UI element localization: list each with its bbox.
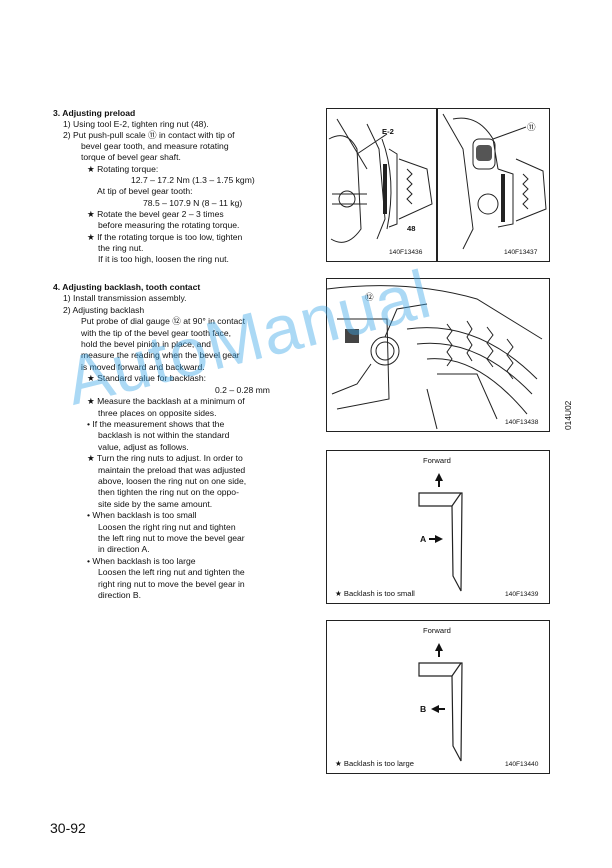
label-scale: ⑪ bbox=[527, 122, 536, 132]
note-line: ★ Rotate the bevel gear 2 – 3 times bbox=[87, 209, 224, 219]
label-gauge: ⑫ bbox=[365, 292, 374, 302]
gear-illustration-icon bbox=[326, 285, 543, 430]
step-line: is moved forward and backward. bbox=[81, 362, 205, 372]
bullet-line: the left ring nut to move the bevel gear bbox=[98, 533, 245, 543]
note-line: ★ Rotating torque: bbox=[87, 164, 159, 174]
bullet-line: backlash is not within the standard bbox=[98, 430, 230, 440]
step-line: measure the reading when the bevel gear bbox=[81, 350, 240, 360]
figure-code: 140F13436 bbox=[389, 249, 423, 256]
figure-code: 140F13438 bbox=[505, 419, 539, 426]
note-line: the ring nut. bbox=[98, 243, 144, 253]
figure-backlash-large: Forward B ★ Backlash is too large 140F13… bbox=[326, 620, 550, 774]
note-line: above, loosen the ring nut on one side, bbox=[98, 476, 247, 486]
figure-dial-gauge: ⑫ 140F13438 bbox=[326, 278, 550, 432]
value-line: 12.7 – 17.2 Nm (1.3 – 1.75 kgm) bbox=[131, 175, 255, 185]
figure-caption: ★ Backlash is too small bbox=[335, 589, 415, 598]
section-3-heading: 3. Adjusting preload bbox=[53, 108, 136, 118]
bullet-line: value, adjust as follows. bbox=[98, 442, 189, 452]
bullet-line: right ring nut to move the bevel gear in bbox=[98, 579, 245, 589]
figure-code: 140F13437 bbox=[504, 249, 538, 256]
note-line: maintain the preload that was adjusted bbox=[98, 465, 246, 475]
bullet-line: • If the measurement shows that the bbox=[87, 419, 225, 429]
note-line: ★ If the rotating torque is too low, tig… bbox=[87, 232, 243, 242]
note-line: At tip of bevel gear tooth: bbox=[97, 186, 193, 196]
note-line: ★ Turn the ring nuts to adjust. In order… bbox=[87, 453, 243, 463]
section-4-heading: 4. Adjusting backlash, tooth contact bbox=[53, 282, 201, 292]
note-line: If it is too high, loosen the ring nut. bbox=[98, 254, 229, 264]
figure-code: 140F13440 bbox=[505, 761, 539, 768]
bevel-gear-diagram-icon bbox=[418, 473, 463, 592]
value-line: 0.2 – 0.28 mm bbox=[215, 385, 270, 395]
figure-caption: ★ Backlash is too large bbox=[335, 759, 414, 768]
direction-label: B bbox=[420, 704, 427, 714]
note-line: ★ Standard value for backlash: bbox=[87, 373, 207, 383]
bullet-line: Loosen the right ring nut and tighten bbox=[98, 522, 236, 532]
bullet-line: direction B. bbox=[98, 590, 141, 600]
step-line: hold the bevel pinion in place, and bbox=[81, 339, 211, 349]
note-line: three places on opposite sides. bbox=[98, 408, 217, 418]
forward-label: Forward bbox=[423, 626, 451, 635]
step-line: Put probe of dial gauge ⑫ at 90° in cont… bbox=[81, 316, 245, 326]
step-line: 2) Put push-pull scale ⑪ in contact with… bbox=[63, 130, 235, 140]
step-line: torque of bevel gear shaft. bbox=[81, 152, 181, 162]
figure-preload-tool: E-2 48 140F13436 bbox=[326, 108, 437, 262]
value-line: 78.5 – 107.9 N (8 – 11 kg) bbox=[143, 198, 243, 208]
bullet-line: Loosen the left ring nut and tighten the bbox=[98, 567, 245, 577]
gear-illustration-icon bbox=[328, 118, 433, 243]
step-line: with the tip of the bevel gear tooth fac… bbox=[81, 328, 232, 338]
label-tool: E-2 bbox=[382, 127, 394, 136]
figure-code: 140F13439 bbox=[505, 591, 539, 598]
figure-backlash-small: Forward A ★ Backlash is too small 140F13… bbox=[326, 450, 550, 604]
forward-label: Forward bbox=[423, 456, 451, 465]
bullet-line: in direction A. bbox=[98, 544, 150, 554]
side-code: 014U02 bbox=[563, 400, 573, 430]
figure-push-pull-scale: ⑪ 140F13437 bbox=[437, 108, 550, 262]
page-number: 30-92 bbox=[50, 820, 86, 836]
step-line: 2) Adjusting backlash bbox=[63, 305, 145, 315]
gear-illustration-icon bbox=[442, 113, 547, 250]
direction-label: A bbox=[420, 534, 427, 544]
bullet-line: • When backlash is too small bbox=[87, 510, 197, 520]
note-line: site side by the same amount. bbox=[98, 499, 213, 509]
note-line: before measuring the rotating torque. bbox=[98, 220, 240, 230]
step-line: 1) Using tool E-2, tighten ring nut (48)… bbox=[63, 119, 209, 129]
step-line: bevel gear tooth, and measure rotating bbox=[81, 141, 229, 151]
note-line: ★ Measure the backlash at a minimum of bbox=[87, 396, 245, 406]
bullet-line: • When backlash is too large bbox=[87, 556, 196, 566]
step-line: 1) Install transmission assembly. bbox=[63, 293, 187, 303]
bevel-gear-diagram-icon bbox=[418, 643, 463, 762]
label-nut: 48 bbox=[407, 224, 416, 233]
note-line: then tighten the ring nut on the oppo- bbox=[98, 487, 239, 497]
